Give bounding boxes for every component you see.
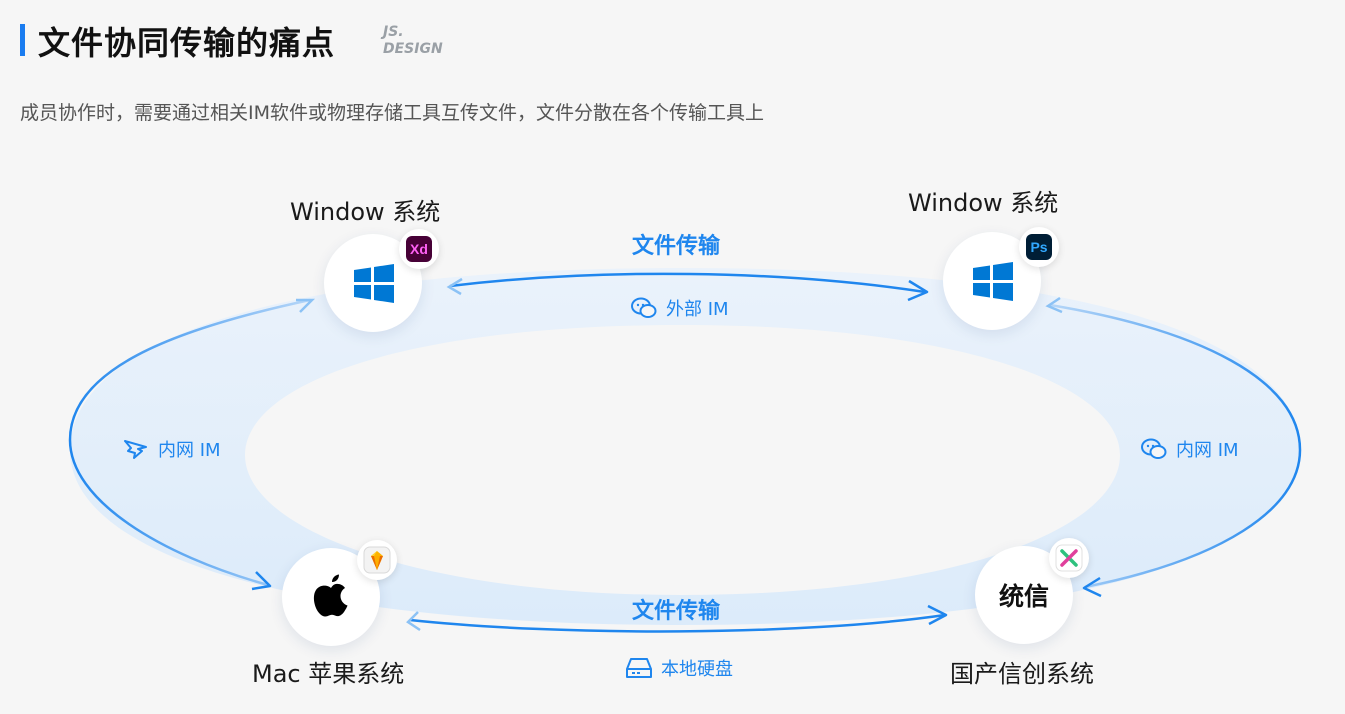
badge-bottom-left [357, 540, 397, 580]
right-arrow-line [1049, 303, 1302, 589]
flow-label-top: 文件传输 [632, 234, 721, 259]
page-title: 文件协同传输的痛点 [38, 24, 336, 62]
channel-top-label: 外部 IM [666, 299, 729, 320]
right-arrow-tail [1045, 296, 1063, 314]
uos-logo-icon: 统信 [998, 582, 1049, 611]
brand-line-1: JS. [383, 24, 404, 40]
badge-top-left: Xd [399, 229, 439, 269]
top-arrow-head [907, 279, 929, 302]
left-arrow-line [68, 298, 311, 587]
adobe-photoshop-icon: Ps [1026, 234, 1052, 260]
node-label-top-right: Window 系统 [908, 189, 1059, 217]
top-arrow-tail [446, 277, 463, 296]
channel-bottom: 本地硬盘 [625, 655, 733, 681]
brand-line-2: DESIGN [383, 41, 443, 57]
flow-label-bottom: 文件传输 [632, 599, 721, 624]
channel-top: 外部 IM [630, 295, 729, 321]
adobe-xd-icon: Xd [406, 236, 432, 262]
channel-right: 内网 IM [1140, 436, 1239, 462]
ring-band [70, 268, 1300, 625]
wechat-icon [1141, 438, 1167, 459]
bottom-arrow-head [927, 604, 948, 626]
apple-logo-icon [313, 574, 348, 617]
node-label-top-left: Window 系统 [290, 198, 441, 226]
badge-top-right-text: Ps [1030, 239, 1047, 255]
windows-logo-icon [973, 262, 1013, 301]
channel-left: 内网 IM [122, 436, 221, 462]
badge-top-right: Ps [1019, 227, 1059, 267]
left-arrow-head [251, 571, 272, 591]
node-label-bottom-left: Mac 苹果系统 [252, 660, 405, 688]
node-label-bottom-right: 国产信创系统 [950, 660, 1094, 688]
channel-right-label: 内网 IM [1176, 440, 1239, 461]
bottom-arrow-line [409, 613, 946, 633]
bottom-arrow-tail [406, 611, 421, 632]
left-arrow-tail [296, 298, 316, 313]
badge-bottom-right [1049, 538, 1089, 578]
xmind-icon [1055, 544, 1083, 572]
right-arrow-head [1082, 576, 1102, 598]
title-accent-bar [20, 24, 25, 56]
badge-top-left-text: Xd [410, 241, 428, 257]
sketch-icon [363, 546, 391, 574]
page-subtitle: 成员协作时，需要通过相关IM软件或物理存储工具互传文件，文件分散在各个传输工具上 [20, 102, 764, 124]
channel-left-label: 内网 IM [158, 440, 221, 461]
dingtalk-icon [124, 440, 147, 459]
windows-logo-icon [354, 264, 394, 303]
hard-drive-icon [626, 658, 652, 678]
wechat-icon [631, 297, 657, 318]
channel-bottom-label: 本地硬盘 [661, 659, 733, 680]
top-arrow-line [449, 272, 926, 294]
brand-logo: JS. DESIGN [383, 24, 443, 58]
